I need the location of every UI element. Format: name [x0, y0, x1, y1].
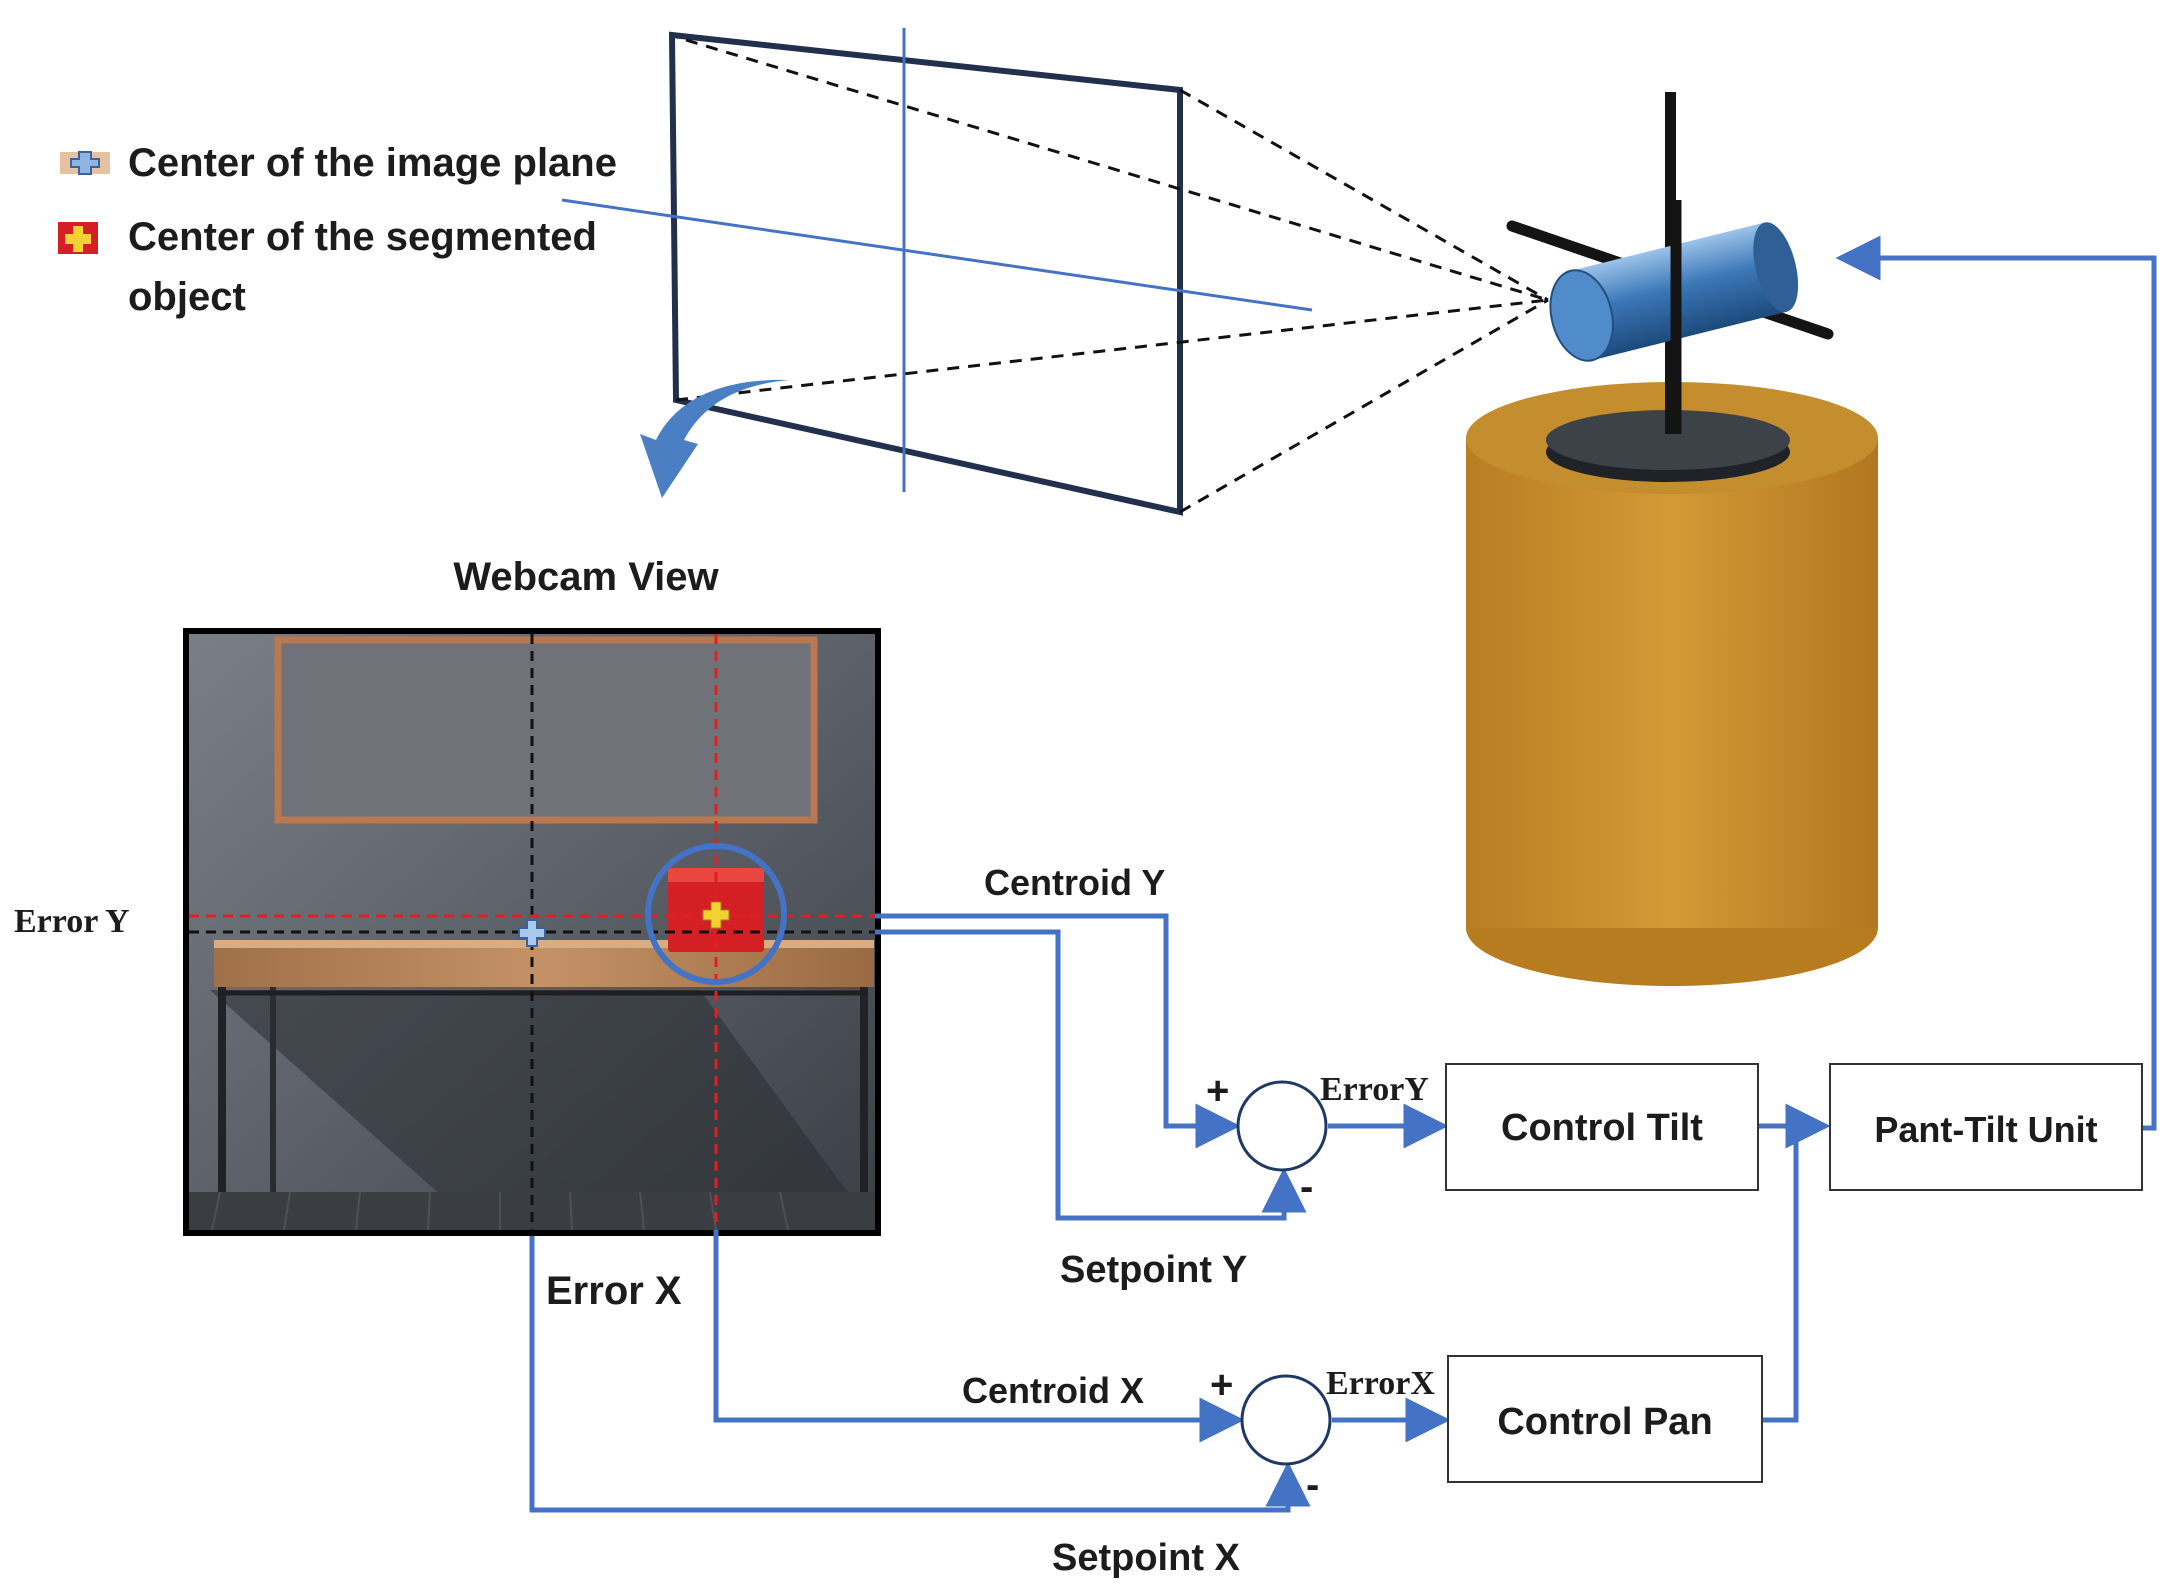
plus-sign-x: + [1210, 1363, 1233, 1407]
plus-sign-y: + [1206, 1069, 1229, 1113]
pan-tilt-unit-label: Pant-Tilt Unit [1874, 1109, 2097, 1150]
webcam-view-title: Webcam View [453, 555, 719, 599]
error-y-sum-label: ErrorY [1320, 1071, 1429, 1108]
curved-arrow-icon [640, 379, 790, 498]
summing-junction-y [1236, 1080, 1328, 1172]
pan-tilt-unit-illustration [1466, 92, 1878, 986]
summing-junction-x [1240, 1374, 1332, 1466]
signal-wires [529, 235, 2157, 1513]
legend-image-center-label: Center of the image plane [128, 141, 617, 185]
legend-object-center-label: Center of the segmented [128, 215, 597, 259]
object-center-marker-icon [58, 222, 98, 254]
legend: Center of the image plane Center of the … [58, 141, 617, 319]
error-x-sum-label: ErrorX [1326, 1365, 1435, 1402]
webcam-view [183, 628, 881, 1236]
setpoint-y-label: Setpoint Y [1060, 1249, 1247, 1291]
control-tilt-label: Control Tilt [1501, 1107, 1703, 1149]
object-center-marker [702, 901, 730, 929]
setpoint-x-label: Setpoint X [1052, 1537, 1241, 1579]
centroid-x-label: Centroid X [962, 1370, 1144, 1411]
minus-sign-y: - [1300, 1165, 1313, 1209]
projection-rays [675, 38, 1549, 514]
pan-tilt-unit-block: Pant-Tilt Unit [1829, 1063, 2143, 1191]
control-tilt-block: Control Tilt [1445, 1063, 1759, 1191]
centroid-y-label: Centroid Y [984, 862, 1165, 903]
error-y-label: Error Y [14, 903, 130, 940]
image-center-marker-icon [60, 151, 110, 175]
image-plane [561, 28, 1549, 516]
control-pan-label: Control Pan [1497, 1401, 1712, 1443]
image-center-marker [518, 919, 546, 947]
error-x-label: Error X [546, 1269, 682, 1313]
legend-object-center-label-2: object [128, 275, 246, 319]
control-pan-block: Control Pan [1447, 1355, 1763, 1483]
minus-sign-x: - [1306, 1463, 1319, 1507]
